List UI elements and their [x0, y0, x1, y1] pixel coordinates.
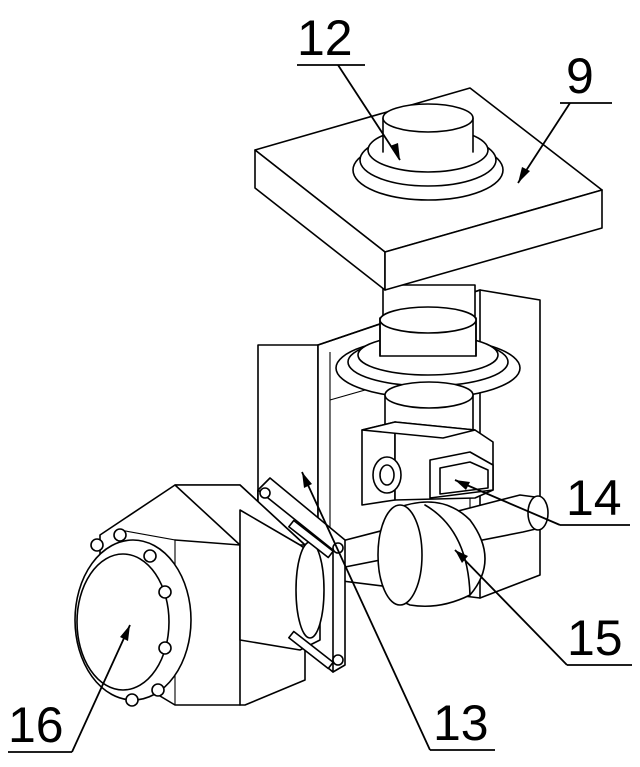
label-12: 12 [297, 10, 353, 66]
label-16: 16 [8, 697, 64, 753]
flange-ring [335, 306, 521, 399]
label-13: 13 [433, 695, 489, 751]
callout-15: 15 [454, 549, 632, 666]
top-boss [352, 103, 504, 201]
motor-endcap [74, 528, 192, 707]
label-14: 14 [566, 470, 622, 526]
label-15: 15 [567, 610, 623, 666]
cam-wheel [377, 501, 486, 608]
callout-16: 16 [8, 624, 131, 753]
callout-13: 13 [301, 471, 495, 751]
clevis-block [361, 421, 494, 506]
callout-9: 9 [517, 48, 612, 184]
label-9: 9 [566, 48, 594, 104]
callout-14: 14 [454, 470, 630, 526]
callout-12: 12 [297, 10, 401, 161]
